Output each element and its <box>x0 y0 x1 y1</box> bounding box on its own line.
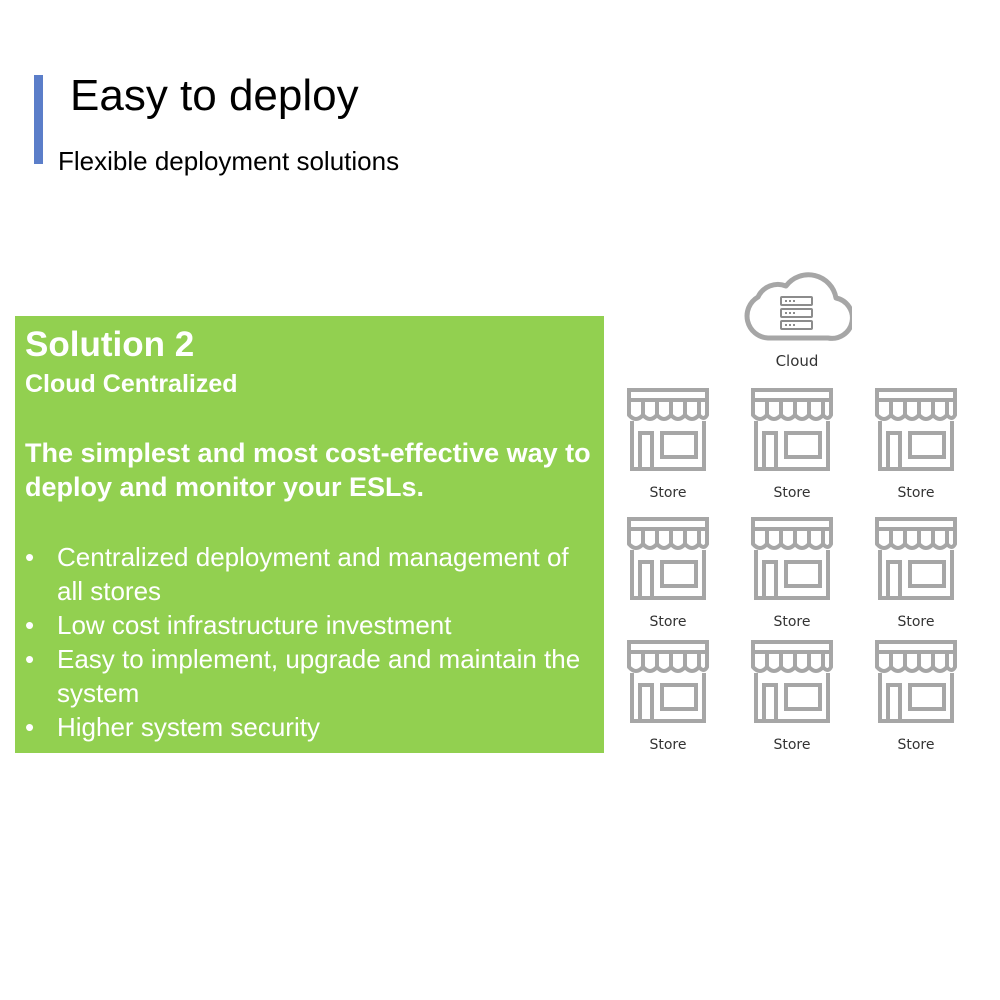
store-node: Store <box>874 387 958 502</box>
solution-tagline: The simplest and most cost-effective way… <box>25 438 591 502</box>
store-node: Store <box>874 516 958 631</box>
storefront-icon <box>751 517 833 600</box>
solution-heading: Solution 2 <box>25 325 195 364</box>
storefront-icon <box>627 640 709 723</box>
store-label: Store <box>897 737 935 753</box>
benefit-text: Higher system security <box>57 712 320 742</box>
cloud-server-icon <box>744 272 852 341</box>
benefit-item: • Easy to implement, upgrade and maintai… <box>25 642 595 710</box>
storefront-icon <box>627 517 709 600</box>
benefit-item: • Centralized deployment and management … <box>25 540 595 608</box>
solution-panel: Solution 2 Cloud Centralized The simples… <box>15 316 604 753</box>
store-node: Store <box>626 516 710 631</box>
store-label: Store <box>773 485 811 501</box>
benefit-text: Low cost infrastructure investment <box>57 610 452 640</box>
store-label: Store <box>773 614 811 630</box>
solution-subheading: Cloud Centralized <box>25 370 238 398</box>
storefront-icon <box>751 388 833 471</box>
store-label: Store <box>897 614 935 630</box>
bullet-icon: • <box>25 644 35 674</box>
cloud-label: Cloud <box>775 352 819 370</box>
page-subtitle: Flexible deployment solutions <box>58 146 400 176</box>
store-node: Store <box>626 387 710 502</box>
benefit-text: Centralized deployment and management of… <box>57 542 569 606</box>
cloud-node: Cloud <box>742 264 852 370</box>
bullet-icon: • <box>25 712 35 742</box>
store-node: Store <box>626 639 710 754</box>
storefront-icon <box>875 517 957 600</box>
storefront-icon <box>627 388 709 471</box>
store-node: Store <box>874 639 958 754</box>
title-accent-bar <box>34 75 43 164</box>
storefront-icon <box>875 640 957 723</box>
store-label: Store <box>897 485 935 501</box>
benefit-item: • Low cost infrastructure investment <box>25 608 595 642</box>
store-label: Store <box>773 737 811 753</box>
bullet-icon: • <box>25 610 35 640</box>
bullet-icon: • <box>25 542 35 572</box>
page-title: Easy to deploy <box>70 71 359 120</box>
store-label: Store <box>649 737 687 753</box>
store-node: Store <box>750 516 834 631</box>
storefront-icon <box>875 388 957 471</box>
storefront-icon <box>751 640 833 723</box>
benefit-list: • Centralized deployment and management … <box>25 540 595 744</box>
store-label: Store <box>649 614 687 630</box>
store-node: Store <box>750 639 834 754</box>
store-label: Store <box>649 485 687 501</box>
benefit-item: • Higher system security <box>25 710 595 744</box>
benefit-text: Easy to implement, upgrade and maintain … <box>57 644 581 708</box>
store-node: Store <box>750 387 834 502</box>
